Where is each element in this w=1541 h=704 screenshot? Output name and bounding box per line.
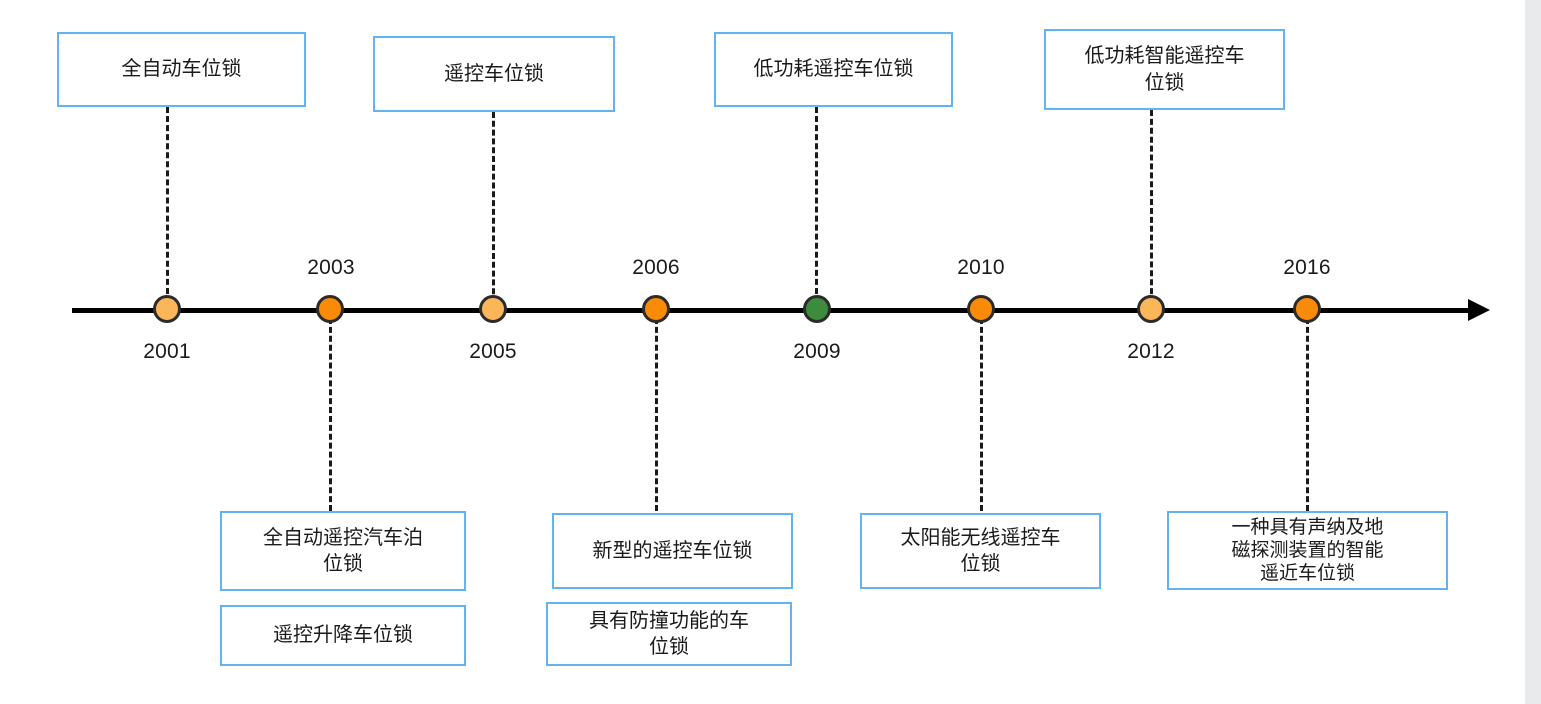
timeline-node-2006[interactable] (642, 295, 670, 323)
event-box-2009-above[interactable]: 低功耗遥控车位锁 (714, 32, 953, 107)
connector-2001 (166, 107, 169, 303)
event-box-2012-above[interactable]: 低功耗智能遥控车 位锁 (1044, 29, 1285, 110)
event-box-2005-above[interactable]: 遥控车位锁 (373, 36, 615, 112)
event-box-2001-above[interactable]: 全自动车位锁 (57, 32, 306, 107)
event-box-text: 低功耗智能遥控车 位锁 (1084, 45, 1245, 94)
timeline-node-2005[interactable] (479, 295, 507, 323)
event-box-text: 遥控升降车位锁 (273, 624, 413, 647)
event-box-text: 具有防撞功能的车 位锁 (589, 609, 749, 658)
connector-2010 (980, 318, 983, 511)
event-box-2006-below-2[interactable]: 具有防撞功能的车 位锁 (546, 602, 792, 666)
event-box-2006-below-1[interactable]: 新型的遥控车位锁 (552, 513, 793, 589)
event-box-text: 全自动遥控汽车泊 位锁 (263, 526, 423, 575)
event-box-text: 新型的遥控车位锁 (592, 539, 753, 562)
timeline-node-2001[interactable] (153, 295, 181, 323)
connector-2006 (655, 318, 658, 511)
event-box-2003-below-1[interactable]: 全自动遥控汽车泊 位锁 (220, 511, 466, 591)
connector-2005 (492, 112, 495, 303)
year-label-2016: 2016 (1283, 256, 1331, 279)
event-box-text: 低功耗遥控车位锁 (753, 58, 914, 81)
connector-2016 (1306, 318, 1309, 511)
right-gutter-strip (1525, 0, 1541, 704)
year-label-2009: 2009 (793, 340, 841, 363)
year-label-2001: 2001 (143, 340, 191, 363)
event-box-text: 太阳能无线遥控车 位锁 (900, 526, 1061, 575)
event-box-text: 遥控车位锁 (444, 62, 544, 85)
event-box-2010-below[interactable]: 太阳能无线遥控车 位锁 (860, 513, 1101, 589)
timeline-node-2009[interactable] (803, 295, 831, 323)
timeline-node-2003[interactable] (316, 295, 344, 323)
timeline-axis-line (72, 308, 1472, 313)
timeline-node-2012[interactable] (1137, 295, 1165, 323)
timeline-arrow-icon (1468, 299, 1490, 321)
year-label-2003: 2003 (307, 256, 355, 279)
event-box-text: 全自动车位锁 (121, 58, 242, 81)
year-label-2005: 2005 (469, 340, 517, 363)
event-box-2016-below[interactable]: 一种具有声纳及地 磁探测装置的智能 遥近车位锁 (1167, 511, 1448, 590)
year-label-2010: 2010 (957, 256, 1005, 279)
event-box-2003-below-2[interactable]: 遥控升降车位锁 (220, 605, 466, 666)
timeline-node-2010[interactable] (967, 295, 995, 323)
connector-2003 (329, 318, 332, 511)
event-box-text: 一种具有声纳及地 磁探测装置的智能 遥近车位锁 (1231, 516, 1384, 585)
connector-2009 (815, 107, 818, 303)
connector-2012 (1150, 110, 1153, 303)
timeline-node-2016[interactable] (1293, 295, 1321, 323)
year-label-2006: 2006 (632, 256, 680, 279)
year-label-2012: 2012 (1127, 340, 1175, 363)
